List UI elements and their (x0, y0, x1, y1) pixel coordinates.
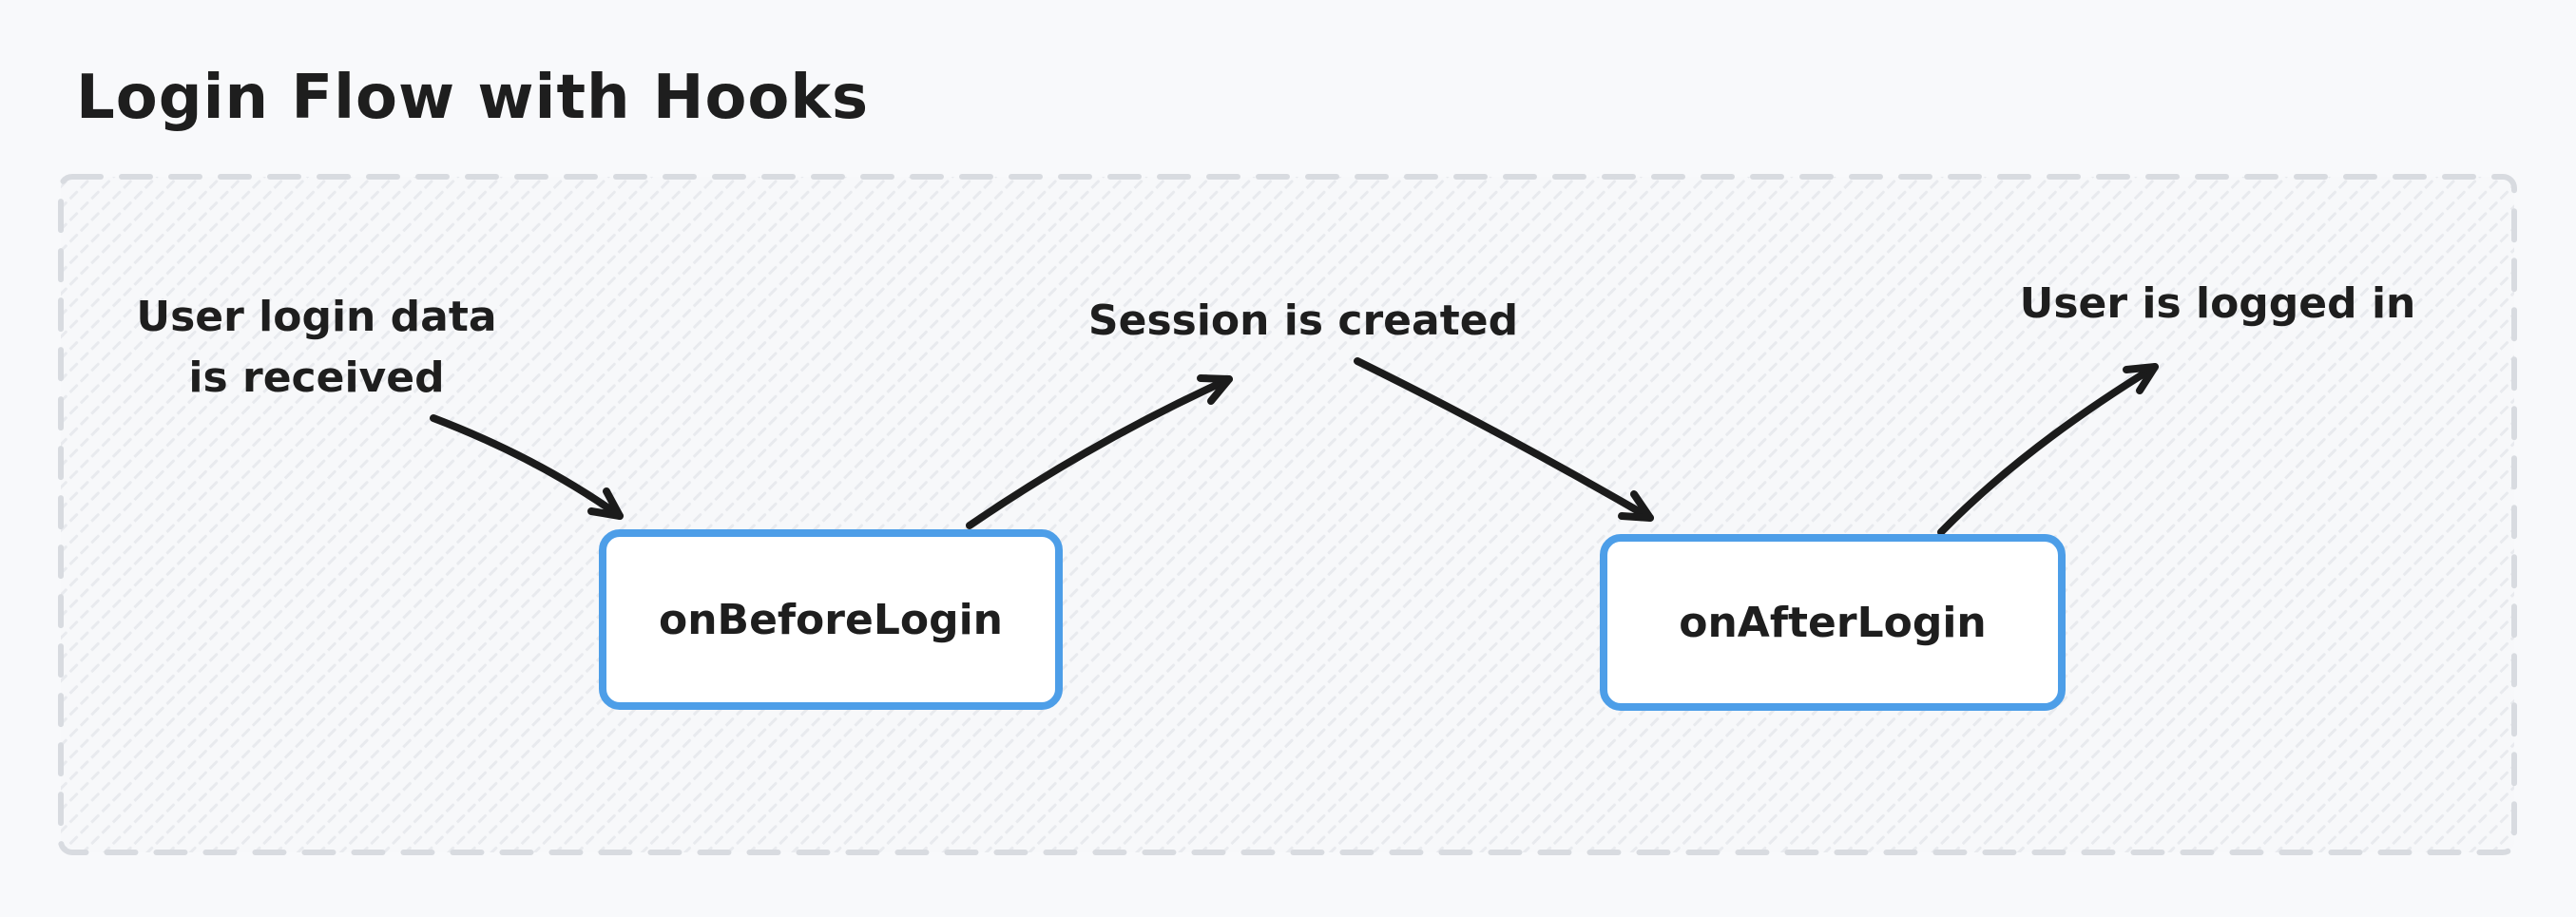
arrow-onbeforelogin-to-session-created (966, 374, 1233, 529)
label-user-is-logged-in-line1: User is logged in (2019, 279, 2416, 328)
arrow-onafterlogin-to-user-logged-in (1937, 363, 2159, 536)
arrow-user-login-data-to-onbeforelogin (430, 414, 624, 520)
label-user-login-data-line2: is received (188, 353, 445, 402)
label-user-login-data-received: User login data is received (98, 287, 535, 409)
diagram-title: Login Flow with Hooks (76, 63, 870, 133)
label-session-is-created-line1: Session is created (1087, 296, 1519, 345)
arrow-session-created-to-onafterlogin (1354, 357, 1654, 522)
node-onafterlogin-label: onAfterLogin (1679, 598, 1987, 647)
label-user-login-data-line1: User login data (136, 293, 497, 341)
label-session-is-created: Session is created (1056, 291, 1550, 352)
node-onbeforelogin: onBeforeLogin (599, 529, 1063, 710)
node-onafterlogin: onAfterLogin (1600, 534, 2066, 711)
label-user-is-logged-in: User is logged in (1970, 274, 2465, 334)
node-onbeforelogin-label: onBeforeLogin (658, 595, 1003, 644)
